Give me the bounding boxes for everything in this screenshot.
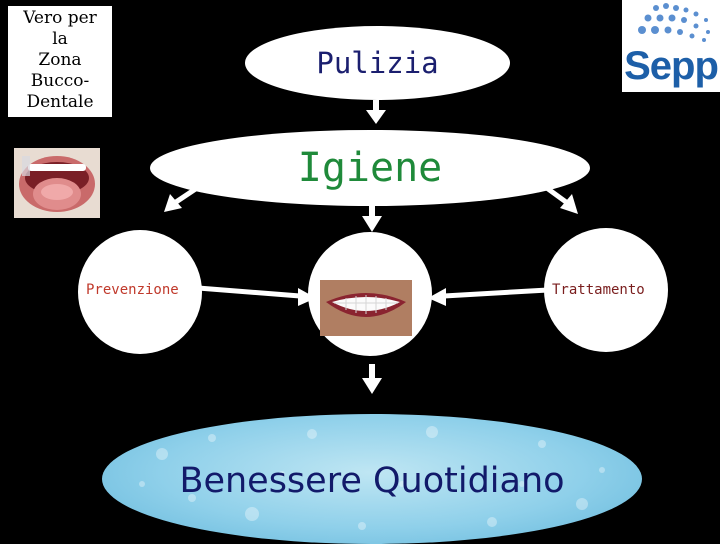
node-benessere-label: Benessere Quotidiano xyxy=(179,461,565,501)
node-prevenzione-label: Prevenzione xyxy=(86,282,179,298)
side-caption: Vero per la Zona Bucco- Dentale xyxy=(8,6,112,117)
node-benessere: Benessere Quotidiano xyxy=(102,414,642,544)
smile-teeth-photo xyxy=(320,280,412,336)
arrow-icon xyxy=(164,183,202,212)
logo-text: Sepp xyxy=(624,44,719,88)
caption-line: Zona xyxy=(38,50,82,70)
node-trattamento-label: Trattamento xyxy=(552,282,645,298)
caption-line: Vero per xyxy=(23,8,97,28)
water-drops-texture xyxy=(139,426,605,530)
node-pulizia: Pulizia xyxy=(245,26,510,100)
arrow-icon xyxy=(542,183,578,214)
node-trattamento xyxy=(544,228,668,352)
node-prevenzione xyxy=(78,230,202,354)
arrow-icon xyxy=(366,100,386,124)
caption-line: Dentale xyxy=(26,92,94,112)
arrow-icon xyxy=(362,206,382,232)
arrow-icon xyxy=(197,285,316,306)
mouth-photo xyxy=(14,148,100,218)
node-pulizia-label: Pulizia xyxy=(316,46,439,80)
sepp-logo: Sepp xyxy=(622,0,720,92)
arrow-icon xyxy=(362,364,382,394)
logo-dots-icon xyxy=(638,3,710,42)
node-igiene: Igiene xyxy=(150,130,590,206)
caption-line: Bucco- xyxy=(30,71,90,91)
arrow-icon xyxy=(428,287,549,306)
caption-line: la xyxy=(52,29,68,49)
node-igiene-label: Igiene xyxy=(297,145,443,191)
